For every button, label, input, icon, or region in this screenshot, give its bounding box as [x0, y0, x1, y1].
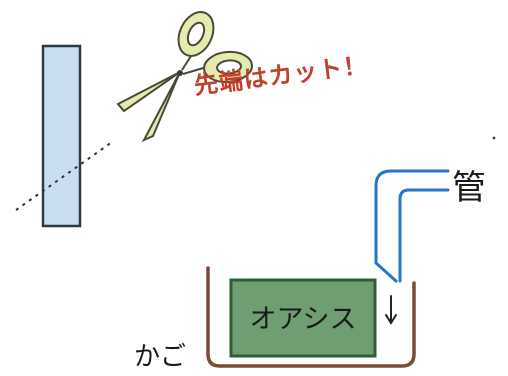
speck: [492, 136, 496, 140]
tube: [41, 44, 82, 228]
scissors-icon: [116, 11, 253, 143]
basket: [206, 266, 416, 368]
oasis-label: オアシス: [249, 304, 357, 335]
pipe-label: 管: [452, 168, 486, 208]
pipe: [374, 169, 450, 283]
oasis: [229, 278, 377, 358]
down-arrow-icon: [385, 295, 397, 325]
cut-line: [15, 141, 113, 211]
basket-label: かご: [134, 342, 187, 372]
